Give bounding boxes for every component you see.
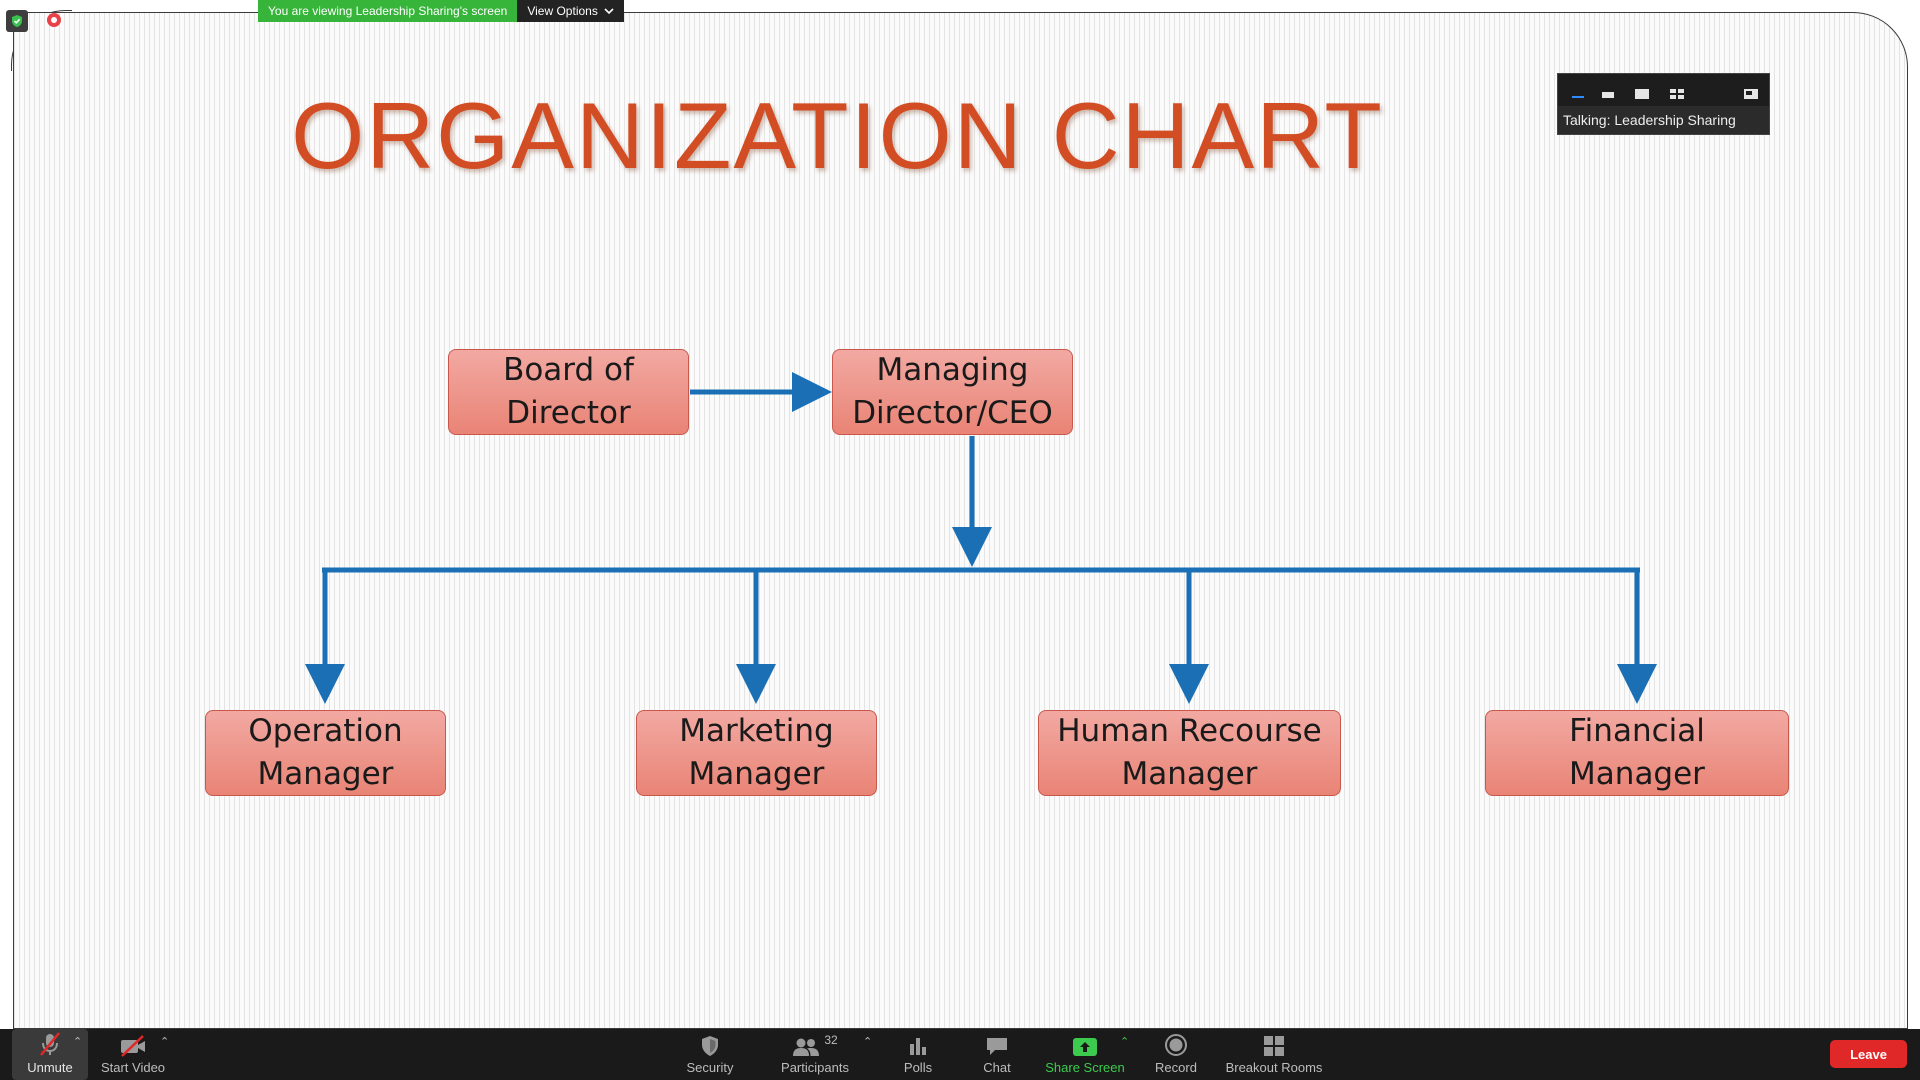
record-label: Record (1155, 1060, 1197, 1075)
polls-icon (910, 1038, 926, 1055)
full-view-icon[interactable] (1634, 88, 1650, 100)
view-options-button[interactable]: View Options (517, 0, 624, 22)
org-box-board: Board of Director (448, 349, 689, 435)
grid-view-icon[interactable] (1669, 88, 1685, 100)
meeting-toolbar: Unmute ⌃ Start Video ⌃ Security (0, 1029, 1920, 1080)
viewing-banner: You are viewing Leadership Sharing's scr… (258, 0, 624, 22)
org-box-operation: Operation Manager (205, 710, 446, 796)
participants-button[interactable]: 32 Participants (775, 1029, 855, 1080)
video-off-icon (121, 1035, 145, 1057)
start-video-button[interactable]: Start Video (98, 1029, 168, 1080)
participants-options-caret-icon[interactable]: ⌃ (863, 1036, 873, 1048)
share-screen-label: Share Screen (1045, 1060, 1125, 1075)
polls-button[interactable]: Polls (893, 1029, 943, 1080)
org-box-operation-label: Operation Manager (248, 713, 403, 792)
record-icon (1165, 1034, 1187, 1056)
security-shield-icon[interactable] (6, 10, 28, 32)
security-button[interactable]: Security (680, 1029, 740, 1080)
unmute-button[interactable]: Unmute (12, 1029, 88, 1080)
video-options-caret-icon[interactable]: ⌃ (160, 1036, 170, 1048)
polls-label: Polls (903, 1060, 933, 1075)
shield-icon (702, 1036, 718, 1056)
start-video-label: Start Video (100, 1060, 166, 1075)
gallery-strip-icon[interactable] (1601, 88, 1615, 100)
share-screen-icon (1073, 1038, 1097, 1056)
org-box-hr-label: Human Recourse Manager (1057, 713, 1322, 792)
org-box-marketing-label: Marketing Manager (679, 713, 834, 792)
breakout-rooms-label: Breakout Rooms (1225, 1060, 1323, 1075)
share-options-caret-icon[interactable]: ⌃ (1120, 1036, 1130, 1048)
leave-button[interactable]: Leave (1830, 1040, 1907, 1068)
speaker-view-icon[interactable] (1571, 88, 1585, 100)
chat-icon (987, 1038, 1007, 1055)
share-screen-button[interactable]: Share Screen (1042, 1029, 1128, 1080)
record-button[interactable]: Record (1150, 1029, 1202, 1080)
chat-button[interactable]: Chat (972, 1029, 1022, 1080)
org-box-ceo-label: Managing Director/CEO (852, 352, 1053, 431)
minimize-panel-icon[interactable] (1743, 88, 1759, 100)
org-box-ceo: Managing Director/CEO (832, 349, 1073, 435)
org-box-financial: Financial Manager (1485, 710, 1789, 796)
muted-mic-icon (40, 1032, 60, 1056)
viewing-banner-text: You are viewing Leadership Sharing's scr… (258, 0, 518, 22)
view-options-label: View Options (527, 4, 598, 18)
participants-icon (793, 1038, 820, 1056)
org-box-board-label: Board of Director (503, 352, 634, 431)
breakout-rooms-button[interactable]: Breakout Rooms (1222, 1029, 1326, 1080)
slide-title: ORGANIZATION CHART (291, 83, 1384, 188)
recording-indicator-icon (47, 13, 61, 27)
security-label: Security (686, 1060, 734, 1075)
talking-indicator: Talking: Leadership Sharing (1558, 106, 1769, 134)
participants-label: Participants (781, 1060, 849, 1075)
org-box-hr: Human Recourse Manager (1038, 710, 1341, 796)
video-view-panel: Talking: Leadership Sharing (1557, 73, 1770, 135)
org-box-marketing: Marketing Manager (636, 710, 877, 796)
audio-options-caret-icon[interactable]: ⌃ (73, 1036, 83, 1048)
participants-count: 32 (824, 1033, 838, 1047)
shield-check-icon (12, 15, 22, 27)
view-mode-icons (1558, 80, 1769, 104)
shared-screen-area (13, 12, 1908, 1029)
breakout-rooms-icon (1264, 1036, 1284, 1056)
org-box-financial-label: Financial Manager (1569, 713, 1705, 792)
unmute-label: Unmute (27, 1060, 73, 1075)
chevron-down-icon (604, 8, 614, 15)
chat-label: Chat (983, 1060, 1011, 1075)
